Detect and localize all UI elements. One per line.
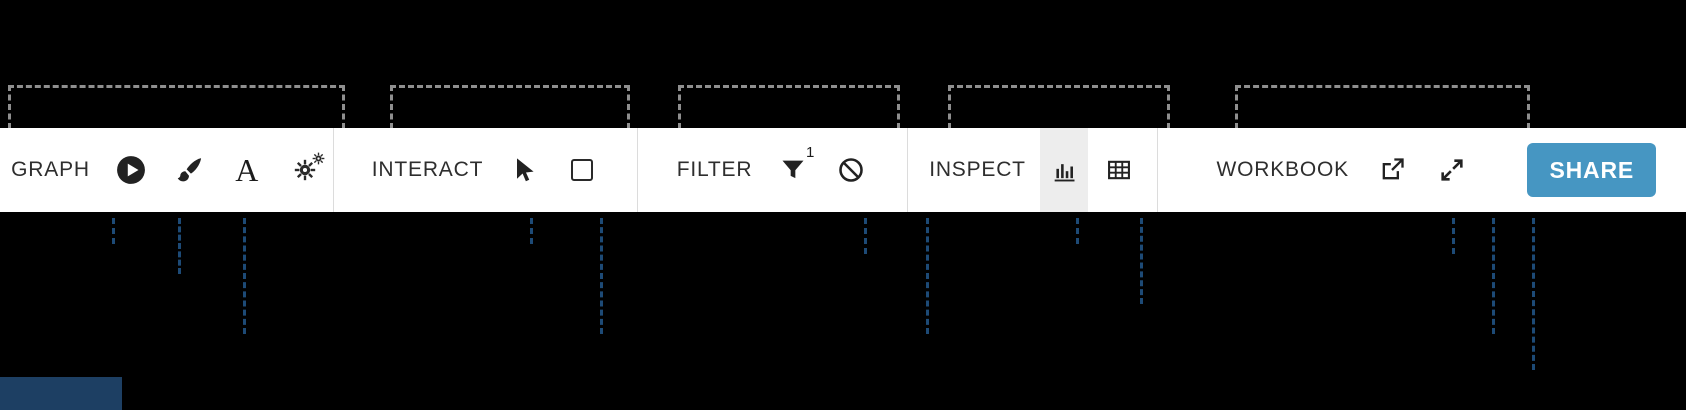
dropzone-filter	[678, 85, 900, 129]
corner-block	[0, 377, 122, 410]
play-circle-icon[interactable]	[114, 153, 148, 187]
disabled-icon[interactable]	[834, 153, 868, 187]
graph-label: GRAPH	[11, 158, 90, 181]
cursor-icon[interactable]	[507, 153, 541, 187]
guide-line	[530, 218, 533, 244]
guide-line	[1492, 218, 1495, 334]
filter-count-badge: 1	[805, 144, 815, 161]
guide-line	[178, 218, 181, 274]
dropzone-graph	[8, 85, 345, 129]
funnel-icon[interactable]: 1	[776, 144, 814, 187]
checkbox-icon[interactable]	[565, 153, 599, 187]
toolbar-group-workbook: WORKBOOK	[1158, 128, 1527, 212]
dropzone-workbook	[1235, 85, 1530, 129]
dropzone-interact	[390, 85, 630, 129]
checkbox-shape	[571, 159, 594, 181]
guide-line	[1076, 218, 1079, 244]
guide-line	[243, 218, 246, 334]
expand-icon[interactable]	[1435, 153, 1469, 187]
guide-line	[600, 218, 603, 334]
guide-line	[1452, 218, 1455, 254]
interact-label: INTERACT	[371, 158, 484, 181]
toolbar-group-interact: INTERACT	[334, 128, 638, 212]
main-toolbar: GRAPH A	[0, 128, 1686, 212]
guide-line	[1140, 218, 1143, 304]
gears-icon[interactable]	[288, 152, 325, 187]
guide-line	[1532, 218, 1535, 370]
toolbar-group-graph: GRAPH A	[0, 128, 334, 212]
external-link-icon[interactable]	[1375, 153, 1409, 187]
text-format-glyph: A	[235, 152, 259, 188]
toolbar-group-inspect: INSPECT	[908, 128, 1158, 212]
toolbar-group-filter: FILTER 1	[638, 128, 908, 212]
guide-line	[112, 218, 115, 244]
guide-line	[864, 218, 867, 254]
inspect-label: INSPECT	[929, 158, 1026, 181]
guide-line	[926, 218, 929, 334]
text-format-icon[interactable]: A	[230, 153, 264, 187]
dropzone-inspect	[948, 85, 1170, 129]
table-icon[interactable]	[1102, 153, 1136, 187]
gear-small-icon	[311, 151, 326, 166]
paintbrush-icon[interactable]	[172, 153, 206, 187]
share-button[interactable]: SHARE	[1527, 143, 1656, 197]
bar-chart-icon[interactable]	[1039, 128, 1088, 212]
workbook-label: WORKBOOK	[1216, 158, 1349, 181]
filter-label: FILTER	[676, 158, 753, 181]
